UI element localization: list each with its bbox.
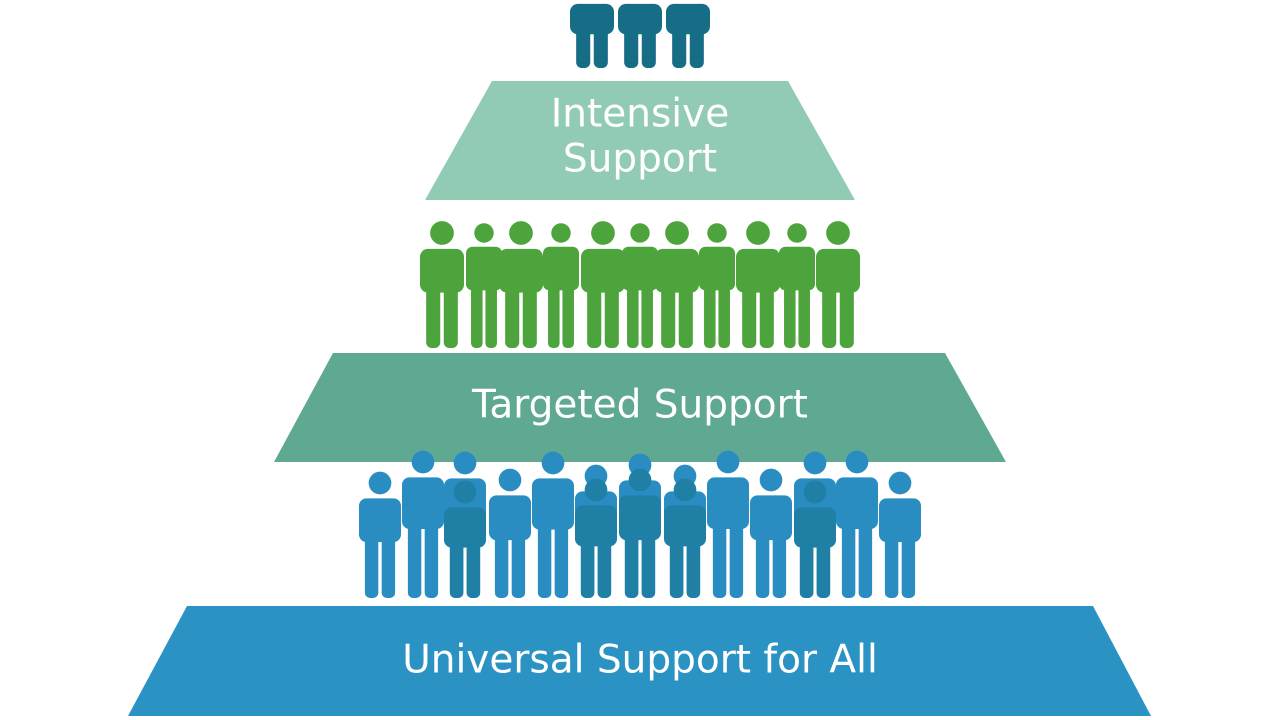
universal-person-icon [664, 478, 706, 598]
universal-person-icon [794, 480, 836, 598]
targeted-person-icon [466, 223, 502, 348]
targeted-person-icon [736, 221, 780, 348]
targeted-person-icon [499, 221, 543, 348]
targeted-person-icon [699, 223, 735, 348]
intensive-person-icon [666, 3, 710, 69]
targeted-person-icon [420, 221, 464, 348]
targeted-person-icon [816, 221, 860, 348]
universal-support-band: Universal Support for All [128, 606, 1151, 716]
intensive-band-shape [425, 81, 855, 200]
universal-person-icon [707, 450, 749, 598]
universal-band-shape [128, 606, 1151, 716]
universal-person-icon [750, 468, 792, 598]
universal-person-icon [836, 450, 878, 598]
universal-label: Universal Support for All [402, 638, 878, 683]
targeted-person-icon [655, 221, 699, 348]
targeted-support-band: Targeted Support [274, 353, 1006, 462]
intensive-person-icon [618, 3, 662, 69]
universal-person-icon [489, 468, 531, 598]
universal-person-icon [402, 450, 444, 598]
targeted-people-group [420, 221, 860, 348]
universal-person-icon [359, 471, 401, 598]
targeted-person-icon [779, 223, 815, 348]
universal-person-icon [532, 451, 574, 598]
universal-person-icon [575, 478, 617, 598]
targeted-person-icon [622, 223, 658, 348]
intensive-label-line-2: Support [563, 137, 717, 182]
targeted-label: Targeted Support [471, 383, 808, 428]
intensive-people-group [570, 3, 710, 69]
targeted-band-shape [274, 353, 1006, 462]
intensive-person-icon [570, 3, 614, 69]
intensive-support-band: Intensive Support [425, 81, 855, 200]
targeted-person-icon [581, 221, 625, 348]
targeted-person-icon [543, 223, 579, 348]
universal-people-group [359, 450, 921, 598]
intensive-label-line-1: Intensive [551, 92, 729, 137]
universal-person-icon [619, 468, 661, 598]
universal-person-icon [444, 480, 486, 598]
universal-person-icon [879, 471, 921, 598]
